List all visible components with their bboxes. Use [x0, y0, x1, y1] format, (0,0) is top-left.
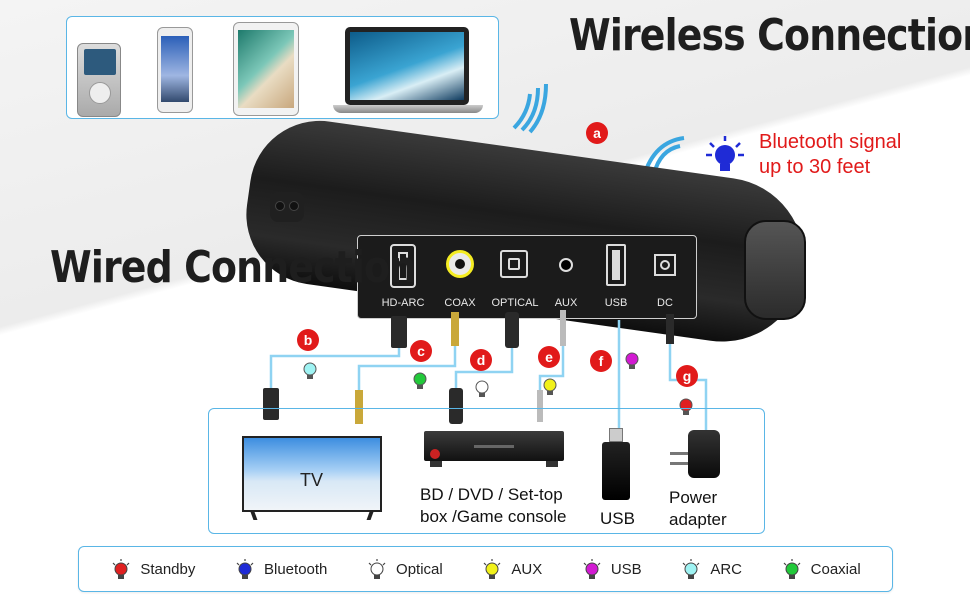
signal-waves-icon: [512, 83, 548, 134]
arc-bulb-icon: [303, 362, 317, 379]
coaxial-bulb-icon: [413, 372, 427, 389]
player-label-line1: BD / DVD / Set-top: [420, 485, 563, 504]
badge-c: c: [410, 340, 432, 362]
badge-d: d: [470, 349, 492, 371]
wired-devices-panel: [208, 408, 765, 534]
soundbar: [237, 111, 815, 353]
wired-connection-title: Wired Connection: [50, 242, 416, 293]
legend-item-standby: Standby: [110, 558, 195, 580]
bluetooth-range-line2: up to 30 feet: [759, 156, 871, 178]
legend-label-bluetooth: Bluetooth: [264, 560, 328, 578]
arc-bulb-icon: [682, 559, 700, 579]
usb-port-icon: [606, 244, 626, 286]
legend-item-coaxial: Coaxial: [781, 558, 861, 580]
coaxial-bulb-icon: [783, 559, 801, 579]
aux-bulb-icon: [483, 559, 501, 579]
legend-item-aux: AUX: [481, 558, 542, 580]
wireless-connection-title: Wireless Connection: [569, 10, 970, 61]
laptop-icon: [333, 27, 483, 117]
hdmi-port-icon: [390, 244, 416, 288]
power-label-line2: adapter: [669, 510, 727, 529]
bluetooth-range-line1: Bluetooth signal: [759, 131, 902, 153]
usb-stick-icon: [602, 428, 630, 500]
optical-bulb-icon: [475, 380, 489, 397]
power-label-line1: Power: [669, 488, 718, 507]
standby-bulb-icon: [112, 559, 130, 579]
usb-label: USB: [600, 509, 635, 528]
legend-item-bluetooth: Bluetooth: [234, 558, 327, 580]
usb-bulb-icon: [625, 352, 639, 369]
legend-label-standby: Standby: [140, 560, 196, 578]
optical-bulb-icon: [368, 559, 386, 579]
phone-icon: [157, 27, 193, 113]
port-panel: HD-ARC COAX OPTICAL AUX USB DC: [357, 235, 697, 319]
indicator-legend: Standby Bluetooth Optical AUX USB ARC: [78, 546, 893, 592]
legend-label-coaxial: Coaxial: [810, 560, 861, 578]
aux-bulb-icon: [543, 378, 557, 395]
port-label-optical: OPTICAL: [491, 297, 539, 309]
wireless-devices-panel: [66, 16, 499, 119]
badge-e: e: [538, 346, 560, 368]
legend-label-aux: AUX: [511, 560, 543, 578]
badge-b: b: [297, 329, 319, 351]
dc-port-icon: [654, 254, 676, 276]
tv-icon: [242, 436, 382, 522]
bluetooth-bulb-icon: [236, 559, 254, 579]
legend-item-optical: Optical: [366, 558, 443, 580]
player-label: BD / DVD / Set-top box /Game console: [420, 484, 566, 528]
usb-bulb-icon: [583, 559, 601, 579]
blu-ray-player-icon: [424, 431, 564, 469]
aux-port-icon: [559, 258, 573, 272]
legend-label-usb: USB: [610, 560, 642, 578]
badge-a: a: [586, 122, 608, 144]
port-label-coax: COAX: [444, 297, 476, 309]
bluetooth-range-text: Bluetooth signal up to 30 feet: [759, 130, 901, 180]
port-label-usb: USB: [604, 297, 628, 309]
power-adapter-icon: [666, 430, 722, 482]
coax-port-icon: [446, 250, 474, 278]
blue-bulb-icon: [706, 136, 744, 171]
port-label-hdarc: HD-ARC: [381, 297, 425, 309]
legend-label-arc: ARC: [710, 560, 742, 578]
optical-port-icon: [500, 250, 528, 278]
power-adapter-label: Power adapter: [669, 487, 727, 531]
player-label-line2: box /Game console: [420, 507, 567, 526]
music-player-icon: [77, 43, 121, 117]
tablet-icon: [233, 22, 299, 116]
badge-f: f: [590, 350, 612, 372]
port-label-dc: DC: [657, 297, 673, 309]
legend-item-arc: ARC: [680, 558, 742, 580]
legend-item-usb: USB: [581, 558, 642, 580]
badge-g: g: [676, 365, 698, 387]
tv-label: TV: [300, 470, 324, 490]
legend-label-optical: Optical: [396, 560, 443, 578]
port-label-aux: AUX: [554, 297, 578, 309]
